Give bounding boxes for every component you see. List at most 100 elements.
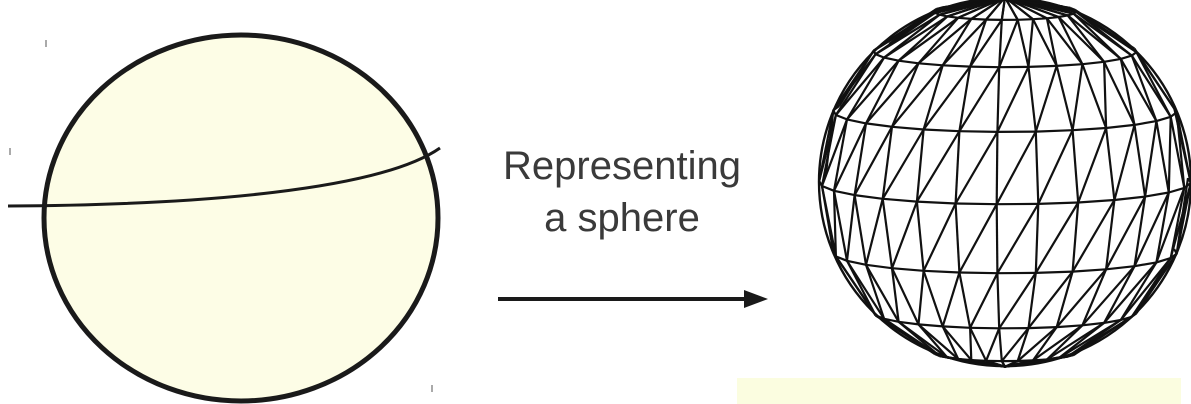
mesh-edge (1046, 324, 1084, 361)
mesh-edge (891, 267, 920, 325)
mesh-edge (898, 59, 919, 65)
mesh-edge (875, 53, 885, 59)
mesh-edge (846, 59, 900, 121)
mesh-edge (891, 125, 924, 131)
mesh-edge (1032, 326, 1058, 362)
mesh-edge (1017, 18, 1034, 21)
mesh-edge (996, 203, 1040, 274)
mesh-edge (954, 203, 961, 273)
mesh-edge (934, 0, 998, 14)
mesh-edge (1028, 326, 1057, 330)
mesh-edge (1119, 261, 1158, 321)
mesh-edge (1105, 196, 1147, 270)
mesh-edge (1027, 270, 1074, 329)
mesh-edge (1038, 201, 1079, 205)
mesh-edge (969, 19, 1003, 68)
mesh-edge (985, 0, 1005, 21)
mesh-edge (996, 66, 1030, 133)
mesh-edge (1058, 14, 1068, 19)
mesh-edge (875, 13, 941, 56)
mesh-edge (934, 353, 941, 358)
mesh-edge (954, 131, 999, 205)
mesh-edge (1071, 130, 1080, 203)
mesh-edge (942, 64, 971, 68)
mesh-edge (1105, 127, 1116, 201)
mesh-edge (1119, 58, 1136, 126)
mesh-edge (1016, 327, 1030, 362)
mesh-edge (1071, 199, 1116, 273)
mesh-edge (1071, 202, 1080, 272)
mesh-edge (853, 126, 893, 196)
mesh-edge (996, 273, 1001, 329)
mesh-edge (1155, 187, 1186, 263)
mesh-edge (1175, 177, 1190, 254)
mesh-edge (959, 130, 998, 133)
mesh-edge (821, 184, 835, 192)
mesh-edge (1027, 272, 1037, 329)
mesh-edge (1103, 261, 1158, 324)
mesh-edge (1135, 51, 1172, 118)
mesh-edge (1034, 203, 1040, 273)
mesh-edge (890, 268, 900, 322)
mesh-edge (1105, 123, 1135, 130)
mesh-edge (1155, 120, 1170, 193)
mesh-edge (1144, 120, 1158, 197)
sphere-curve (7, 146, 441, 208)
mesh-edge (854, 194, 883, 200)
mesh-edge (969, 327, 988, 362)
mesh-edge (1081, 63, 1108, 129)
mesh-edge (922, 65, 971, 131)
mesh-edge (881, 128, 925, 200)
mesh-edge (958, 203, 998, 274)
mesh-edge (1056, 324, 1083, 329)
mesh-outline (817, 0, 1191, 368)
mesh-edge (834, 255, 877, 317)
mesh-edge (1028, 64, 1057, 68)
mesh-edge (820, 185, 837, 257)
mesh-edge (846, 57, 886, 120)
mesh-edge (864, 264, 886, 320)
mesh-edge (1055, 65, 1074, 131)
mesh-edge (1072, 268, 1107, 273)
mesh-edge (1103, 61, 1108, 129)
caption-line-2: a sphere (544, 196, 700, 240)
mesh-edge (1167, 116, 1172, 193)
mesh-edge (833, 189, 855, 197)
mesh-edge (941, 272, 961, 327)
mesh-edge (832, 119, 849, 191)
mesh-edge (846, 118, 867, 125)
mesh-edge (1032, 17, 1047, 21)
mesh-edge (1035, 270, 1073, 274)
mesh-edge (969, 327, 973, 361)
mesh-edge (923, 128, 960, 133)
mesh-edge (923, 269, 960, 274)
mesh-edge (1034, 65, 1058, 132)
mesh-edge (1103, 265, 1136, 324)
mesh-edge (941, 18, 987, 67)
mesh-edge (917, 323, 959, 360)
mesh-edge (820, 114, 837, 187)
mesh-edge (846, 260, 886, 320)
mesh-edge (918, 323, 943, 328)
mesh-edge (1156, 257, 1172, 264)
mesh-edge (936, 6, 943, 11)
mesh-edge (1032, 18, 1058, 67)
smooth-sphere (41, 32, 441, 404)
mesh-edge (1173, 107, 1191, 184)
mesh-edge (1134, 120, 1157, 126)
mesh-edge (1071, 64, 1084, 131)
mesh-edge (959, 271, 998, 275)
mesh-edge (998, 19, 1003, 68)
mesh-edge (1072, 126, 1107, 132)
mesh-edge (998, 272, 1037, 329)
mesh-edge (958, 16, 972, 20)
mesh-edge (1055, 268, 1107, 328)
mesh-edge (1066, 14, 1105, 63)
mesh-edge (1045, 18, 1058, 67)
mesh-edge (897, 16, 959, 62)
mesh-edge (1156, 115, 1172, 123)
mesh-edge (834, 53, 877, 116)
mesh-edge (833, 122, 867, 192)
mesh-edge (897, 320, 949, 359)
mesh-edge (1155, 192, 1170, 263)
